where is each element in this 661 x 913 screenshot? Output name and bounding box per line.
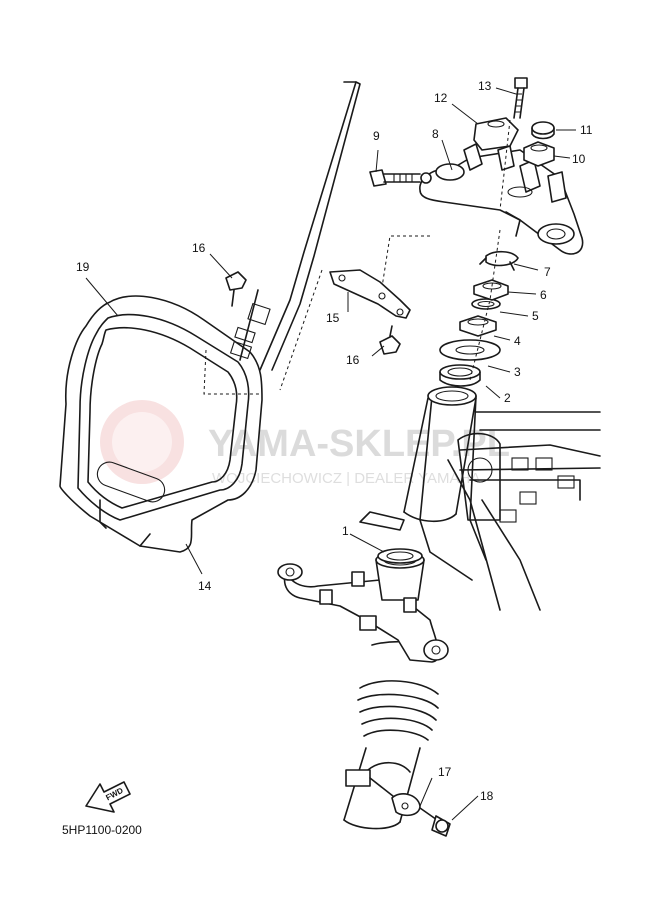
callout-19: 19 <box>76 260 90 274</box>
part-16-screw-upper <box>225 271 247 307</box>
callout-14: 14 <box>198 579 212 593</box>
part-11-cap <box>531 121 555 140</box>
callout-11: 11 <box>580 123 593 137</box>
callout-4: 4 <box>514 334 521 348</box>
watermark-title: YAMA-SKLEP.PL <box>208 423 510 465</box>
callout-15: 15 <box>326 311 340 325</box>
part-19-number-plate <box>59 295 263 553</box>
part-9-bolt <box>369 169 432 187</box>
callout-7: 7 <box>544 265 551 279</box>
drawing-code: 5HP1100-0200 <box>62 823 142 837</box>
part-13-bolt <box>513 77 528 119</box>
callout-2: 2 <box>504 391 511 405</box>
fork-leg <box>343 640 439 830</box>
part-17-clamp <box>345 769 421 817</box>
callout-13: 13 <box>478 79 492 93</box>
head-pipe <box>403 386 477 523</box>
part-15-bracket <box>279 269 411 391</box>
under-bracket <box>277 511 449 663</box>
callout-9: 9 <box>373 129 380 143</box>
part-18-bolt <box>419 807 451 837</box>
part-5-washer <box>471 298 501 310</box>
watermark-subtitle: WOJCIECHOWICZ | DEALER YAMAHA <box>212 470 480 487</box>
part-10-nut <box>523 141 555 167</box>
fwd-arrow-icon: FWD <box>85 781 131 813</box>
callouts: 1 2 3 4 5 6 7 8 9 10 11 12 13 14 15 16 1… <box>76 79 593 803</box>
watermark: YAMA-SKLEP.PL WOJCIECHOWICZ | DEALER YAM… <box>100 400 510 487</box>
callout-16-upper: 16 <box>192 241 206 255</box>
frame <box>419 395 601 611</box>
callout-17: 17 <box>438 765 452 779</box>
part-4-nut <box>459 315 497 337</box>
part-16-screw-lower <box>379 325 401 355</box>
callout-18: 18 <box>480 789 494 803</box>
callout-16-lower: 16 <box>346 353 360 367</box>
part-3-seal <box>439 339 501 361</box>
part-12-holder <box>473 117 519 151</box>
callout-10: 10 <box>572 152 586 166</box>
callout-5: 5 <box>532 309 539 323</box>
leader-lines <box>85 87 576 821</box>
centerline-15 <box>379 235 430 301</box>
part-1-bearing <box>377 548 423 564</box>
callout-3: 3 <box>514 365 521 379</box>
callout-8: 8 <box>432 127 439 141</box>
part-7-lockwasher <box>479 250 519 271</box>
cable <box>229 81 361 371</box>
callout-1: 1 <box>342 524 349 538</box>
callout-6: 6 <box>540 288 547 302</box>
part-2-bearing <box>439 364 481 387</box>
callout-12: 12 <box>434 91 448 105</box>
